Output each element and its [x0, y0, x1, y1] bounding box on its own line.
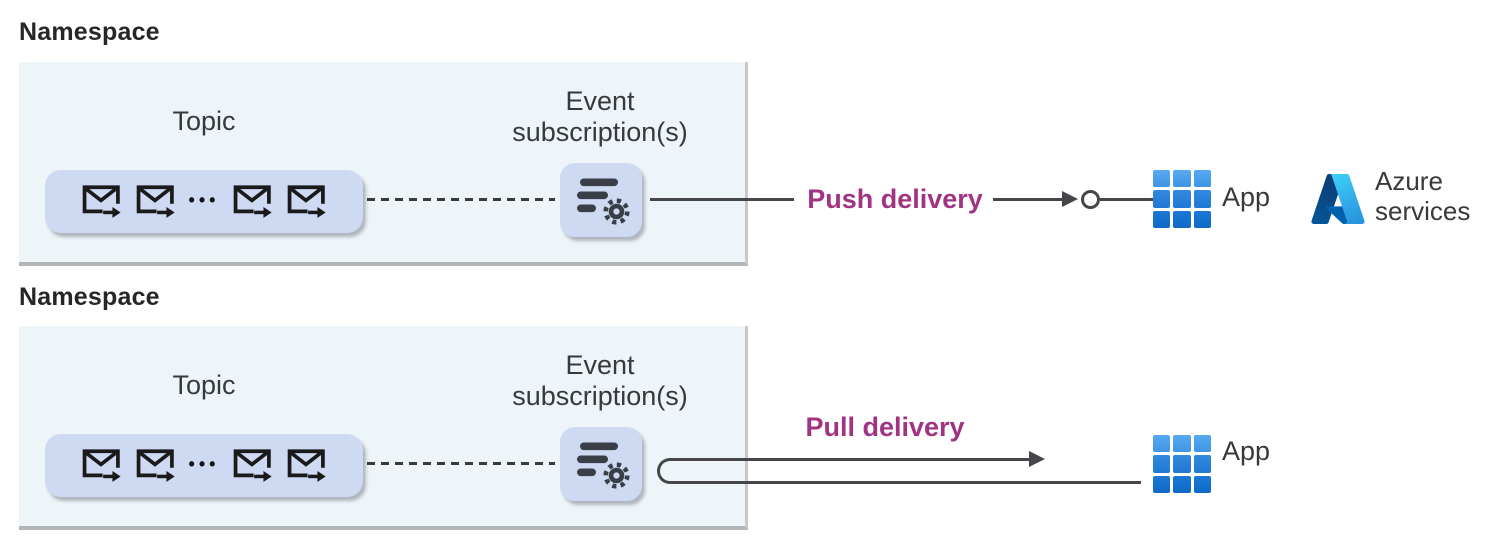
arrowhead-icon-pull — [1029, 451, 1045, 467]
app-label-push: App — [1222, 182, 1271, 212]
event-envelope-icon — [288, 449, 327, 482]
delivery-label-pull: Pull delivery — [805, 412, 965, 442]
namespace-title-push: Namespace — [19, 18, 160, 46]
azure-services-label: Azure services — [1375, 166, 1471, 226]
event-envelope-icon — [82, 449, 121, 482]
circle-to-app-line-push — [1100, 198, 1153, 201]
delivery-label-push: Push delivery — [807, 184, 983, 214]
event-envelope-icon — [82, 185, 121, 218]
topic-tile-push: ••• — [45, 170, 363, 233]
subscription-to-label-line-push — [650, 198, 794, 201]
filter-gear-icon — [577, 178, 630, 225]
topic-label-pull: Topic — [172, 370, 236, 400]
app-grid-icon-pull — [1153, 435, 1211, 493]
event-envelope-icon — [234, 449, 273, 482]
app-label-pull: App — [1222, 436, 1271, 466]
event-envelope-icon — [136, 185, 175, 218]
namespace-title-pull: Namespace — [19, 283, 160, 311]
event-envelope-icon — [288, 185, 327, 218]
topic-to-subscription-connector-push — [367, 198, 555, 201]
loop-to-app-line-pull — [1028, 481, 1141, 484]
event-subscription-tile-pull — [560, 427, 642, 501]
pull-loop-connector — [657, 458, 1031, 484]
app-grid-icon-push — [1153, 170, 1211, 228]
topic-tile-pull: ••• — [45, 434, 363, 497]
arrowhead-icon-push — [1062, 191, 1078, 207]
event-envelope-icon — [234, 185, 273, 218]
ellipsis-icon: ••• — [188, 453, 220, 474]
ellipsis-icon: ••• — [188, 189, 220, 210]
endpoint-circle-icon — [1081, 190, 1100, 209]
event-subscription-tile-push — [560, 163, 642, 237]
topic-label-push: Topic — [172, 106, 236, 136]
azure-logo-icon — [1311, 173, 1365, 225]
subscription-label-pull: Event subscription(s) — [512, 350, 688, 411]
label-to-arrow-line-push — [993, 198, 1063, 201]
topic-to-subscription-connector-pull — [367, 462, 555, 465]
filter-gear-icon — [577, 442, 630, 489]
subscription-label-push: Event subscription(s) — [512, 86, 688, 147]
event-envelope-icon — [136, 449, 175, 482]
